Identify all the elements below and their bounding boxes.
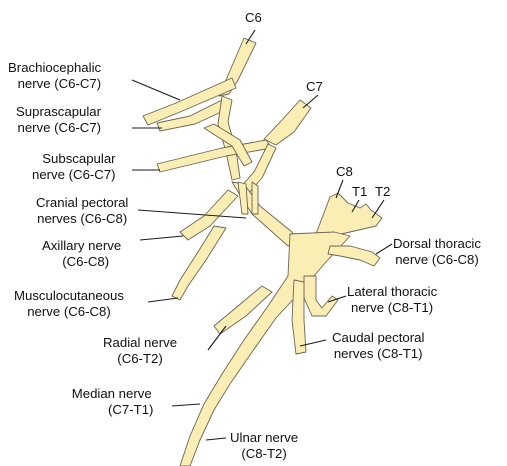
musculocutaneous-roots: nerve (C6-C8) bbox=[14, 304, 124, 320]
dorsal-thoracic-name: Dorsal thoracic bbox=[393, 236, 481, 252]
musculocutaneous-branch bbox=[172, 226, 226, 300]
ulnar-name: Ulnar nerve bbox=[230, 430, 298, 446]
axillary-roots: (C6-C8) bbox=[42, 254, 121, 270]
radial-name: Radial nerve bbox=[103, 335, 177, 351]
subscapular-nerve-label: Subscapular nerve (C6-C7) bbox=[32, 151, 116, 183]
root-label-c7: C7 bbox=[306, 79, 323, 94]
subscapular-name: Subscapular bbox=[32, 151, 116, 167]
median-nerve-label: Median nerve (C7-T1) bbox=[70, 386, 153, 418]
root-label-c8: C8 bbox=[336, 164, 353, 179]
radial-roots: (C6-T2) bbox=[103, 351, 177, 367]
brachiocephalic-roots: nerve (C6-C7) bbox=[8, 76, 101, 92]
suprascapular-roots: nerve (C6-C7) bbox=[16, 120, 101, 136]
suprascapular-nerve-label: Suprascapular nerve (C6-C7) bbox=[16, 104, 101, 136]
cranial-pectoral-nerves-label: Cranial pectoral nerves (C6-C8) bbox=[36, 195, 128, 227]
lateral-thoracic-name: Lateral thoracic bbox=[347, 284, 437, 300]
median-roots: (C7-T1) bbox=[70, 402, 153, 418]
root-label-t2: T2 bbox=[375, 184, 390, 199]
lateral-thoracic-roots: nerve (C8-T1) bbox=[347, 300, 437, 316]
axillary-name: Axillary nerve bbox=[42, 238, 121, 254]
dorsal-thoracic-nerve-label: Dorsal thoracic nerve (C6-C8) bbox=[393, 236, 481, 268]
c8-t1-t2-roots bbox=[316, 193, 382, 236]
dorsal-thoracic-branch bbox=[328, 246, 380, 266]
musculocutaneous-nerve-label: Musculocutaneous nerve (C6-C8) bbox=[14, 288, 124, 320]
ulnar-roots: (C8-T2) bbox=[230, 446, 298, 462]
axillary-nerve-label: Axillary nerve (C6-C8) bbox=[42, 238, 121, 270]
root-label-c6: C6 bbox=[245, 10, 262, 25]
brachiocephalic-nerve-label: Brachiocephalic nerve (C6-C7) bbox=[8, 60, 101, 92]
subscapular-branch bbox=[157, 140, 272, 172]
caudal-pectoral-roots: nerves (C8-T1) bbox=[332, 346, 424, 362]
leader-lines bbox=[132, 30, 392, 440]
brachiocephalic-name: Brachiocephalic bbox=[8, 60, 101, 76]
musculocutaneous-name: Musculocutaneous bbox=[14, 288, 124, 304]
lateral-thoracic-branch bbox=[304, 276, 338, 316]
caudal-pectoral-branch bbox=[292, 280, 306, 354]
suprascapular-name: Suprascapular bbox=[16, 104, 101, 120]
radial-nerve-label: Radial nerve (C6-T2) bbox=[103, 335, 177, 367]
cranial-pectoral-roots: nerves (C6-C8) bbox=[36, 211, 128, 227]
caudal-pectoral-name: Caudal pectoral bbox=[332, 330, 424, 346]
median-name: Median nerve bbox=[70, 386, 153, 402]
subscapular-roots: nerve (C6-C7) bbox=[32, 167, 116, 183]
cranial-pectoral-name: Cranial pectoral bbox=[36, 195, 128, 211]
ulnar-nerve-label: Ulnar nerve (C8-T2) bbox=[230, 430, 298, 462]
lateral-thoracic-nerve-label: Lateral thoracic nerve (C8-T1) bbox=[347, 284, 437, 316]
root-label-t1: T1 bbox=[352, 184, 367, 199]
dorsal-thoracic-roots: nerve (C6-C8) bbox=[393, 252, 481, 268]
caudal-pectoral-nerves-label: Caudal pectoral nerves (C8-T1) bbox=[332, 330, 424, 362]
